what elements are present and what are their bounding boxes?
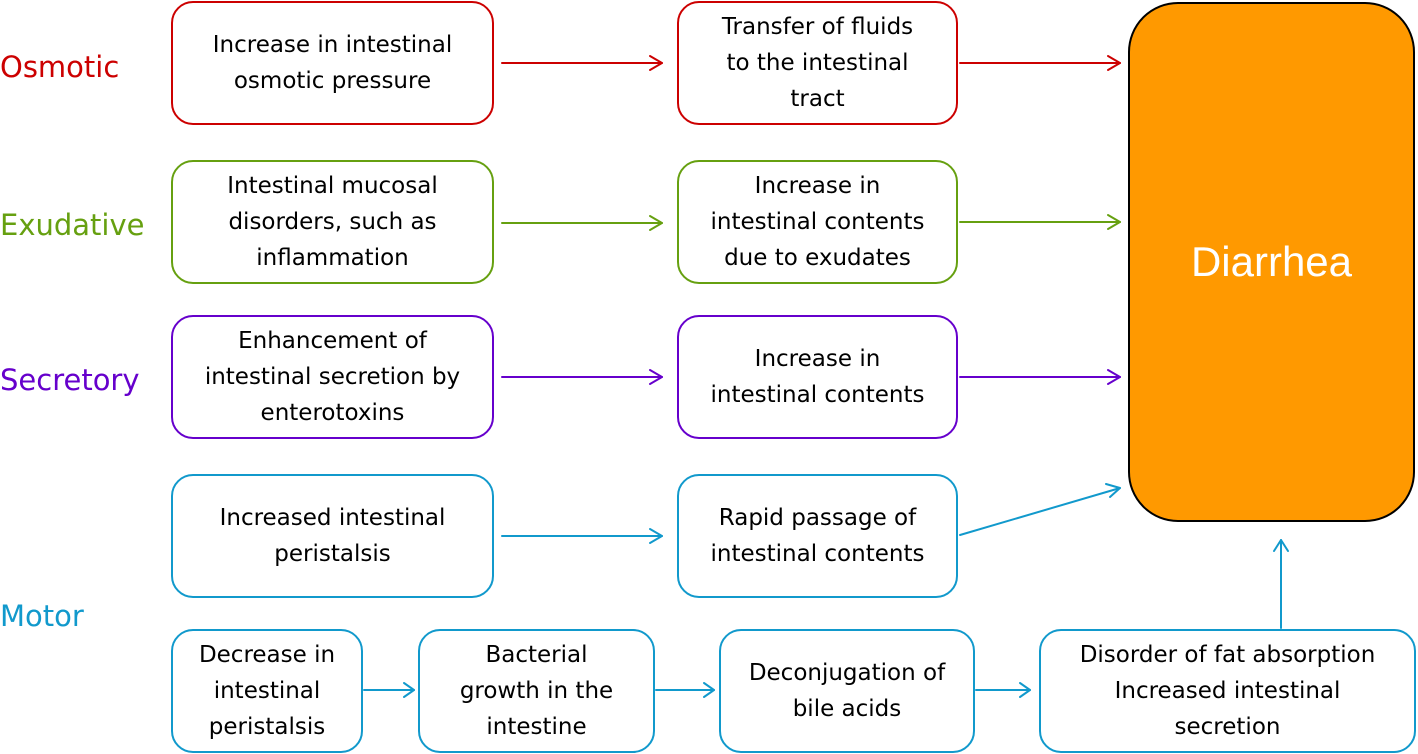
box-motor-increase-effect-text: Rapid passage of intestinal contents (710, 505, 925, 567)
arrow-motor-increase-1 (501, 528, 663, 544)
box-motor-decrease-3-text: Deconjugation of bile acids (748, 660, 946, 722)
category-label-exudative: Exudative (0, 208, 145, 242)
category-label-osmotic: Osmotic (0, 50, 120, 84)
arrow-motor-decrease-1 (363, 682, 415, 698)
box-motor-decrease-4: Disorder of fat absorption Increased int… (1039, 629, 1416, 753)
arrow-motor-decrease-2 (655, 682, 715, 698)
box-secretory-effect-text: Increase in intestinal contents (710, 346, 925, 408)
box-osmotic-cause-text: Increase in intestinal osmotic pressure (212, 32, 453, 94)
box-motor-increase-cause-text: Increased intestinal peristalsis (219, 505, 446, 567)
box-secretory-cause-text: Enhancement of intestinal secretion by e… (204, 328, 461, 426)
box-motor-decrease-1: Decrease in intestinal peristalsis (171, 629, 363, 753)
category-label-secretory: Secretory (0, 363, 140, 397)
box-exudative-cause: Intestinal mucosal disorders, such as in… (171, 160, 494, 284)
arrow-exudative-2 (959, 214, 1121, 230)
box-motor-decrease-3: Deconjugation of bile acids (719, 629, 975, 753)
arrow-secretory-1 (501, 369, 663, 385)
box-secretory-cause: Enhancement of intestinal secretion by e… (171, 315, 494, 439)
arrow-secretory-2 (959, 369, 1121, 385)
box-motor-increase-effect: Rapid passage of intestinal contents (677, 474, 958, 598)
box-motor-decrease-1-text: Decrease in intestinal peristalsis (198, 642, 336, 740)
box-exudative-effect-text: Increase in intestinal contents due to e… (710, 173, 925, 271)
box-exudative-cause-text: Intestinal mucosal disorders, such as in… (227, 173, 438, 271)
outcome-label: Diarrhea (1190, 238, 1353, 285)
arrow-motor-decrease-4 (1273, 539, 1289, 629)
box-motor-increase-cause: Increased intestinal peristalsis (171, 474, 494, 598)
outcome-box-diarrhea: Diarrhea (1128, 2, 1415, 522)
box-exudative-effect: Increase in intestinal contents due to e… (677, 160, 958, 284)
arrow-motor-increase-2 (959, 483, 1121, 536)
arrow-osmotic-2 (959, 55, 1121, 71)
arrow-osmotic-1 (501, 55, 663, 71)
box-motor-decrease-2: Bacterial growth in the intestine (418, 629, 655, 753)
box-osmotic-effect-text: Transfer of fluids to the intestinal tra… (721, 14, 914, 112)
arrow-exudative-1 (501, 215, 663, 231)
box-secretory-effect: Increase in intestinal contents (677, 315, 958, 439)
box-motor-decrease-4-text: Disorder of fat absorption Increased int… (1079, 642, 1376, 740)
arrow-motor-decrease-3 (975, 682, 1031, 698)
box-motor-decrease-2-text: Bacterial growth in the intestine (459, 642, 614, 740)
box-osmotic-cause: Increase in intestinal osmotic pressure (171, 1, 494, 125)
category-label-motor: Motor (0, 599, 84, 633)
box-osmotic-effect: Transfer of fluids to the intestinal tra… (677, 1, 958, 125)
